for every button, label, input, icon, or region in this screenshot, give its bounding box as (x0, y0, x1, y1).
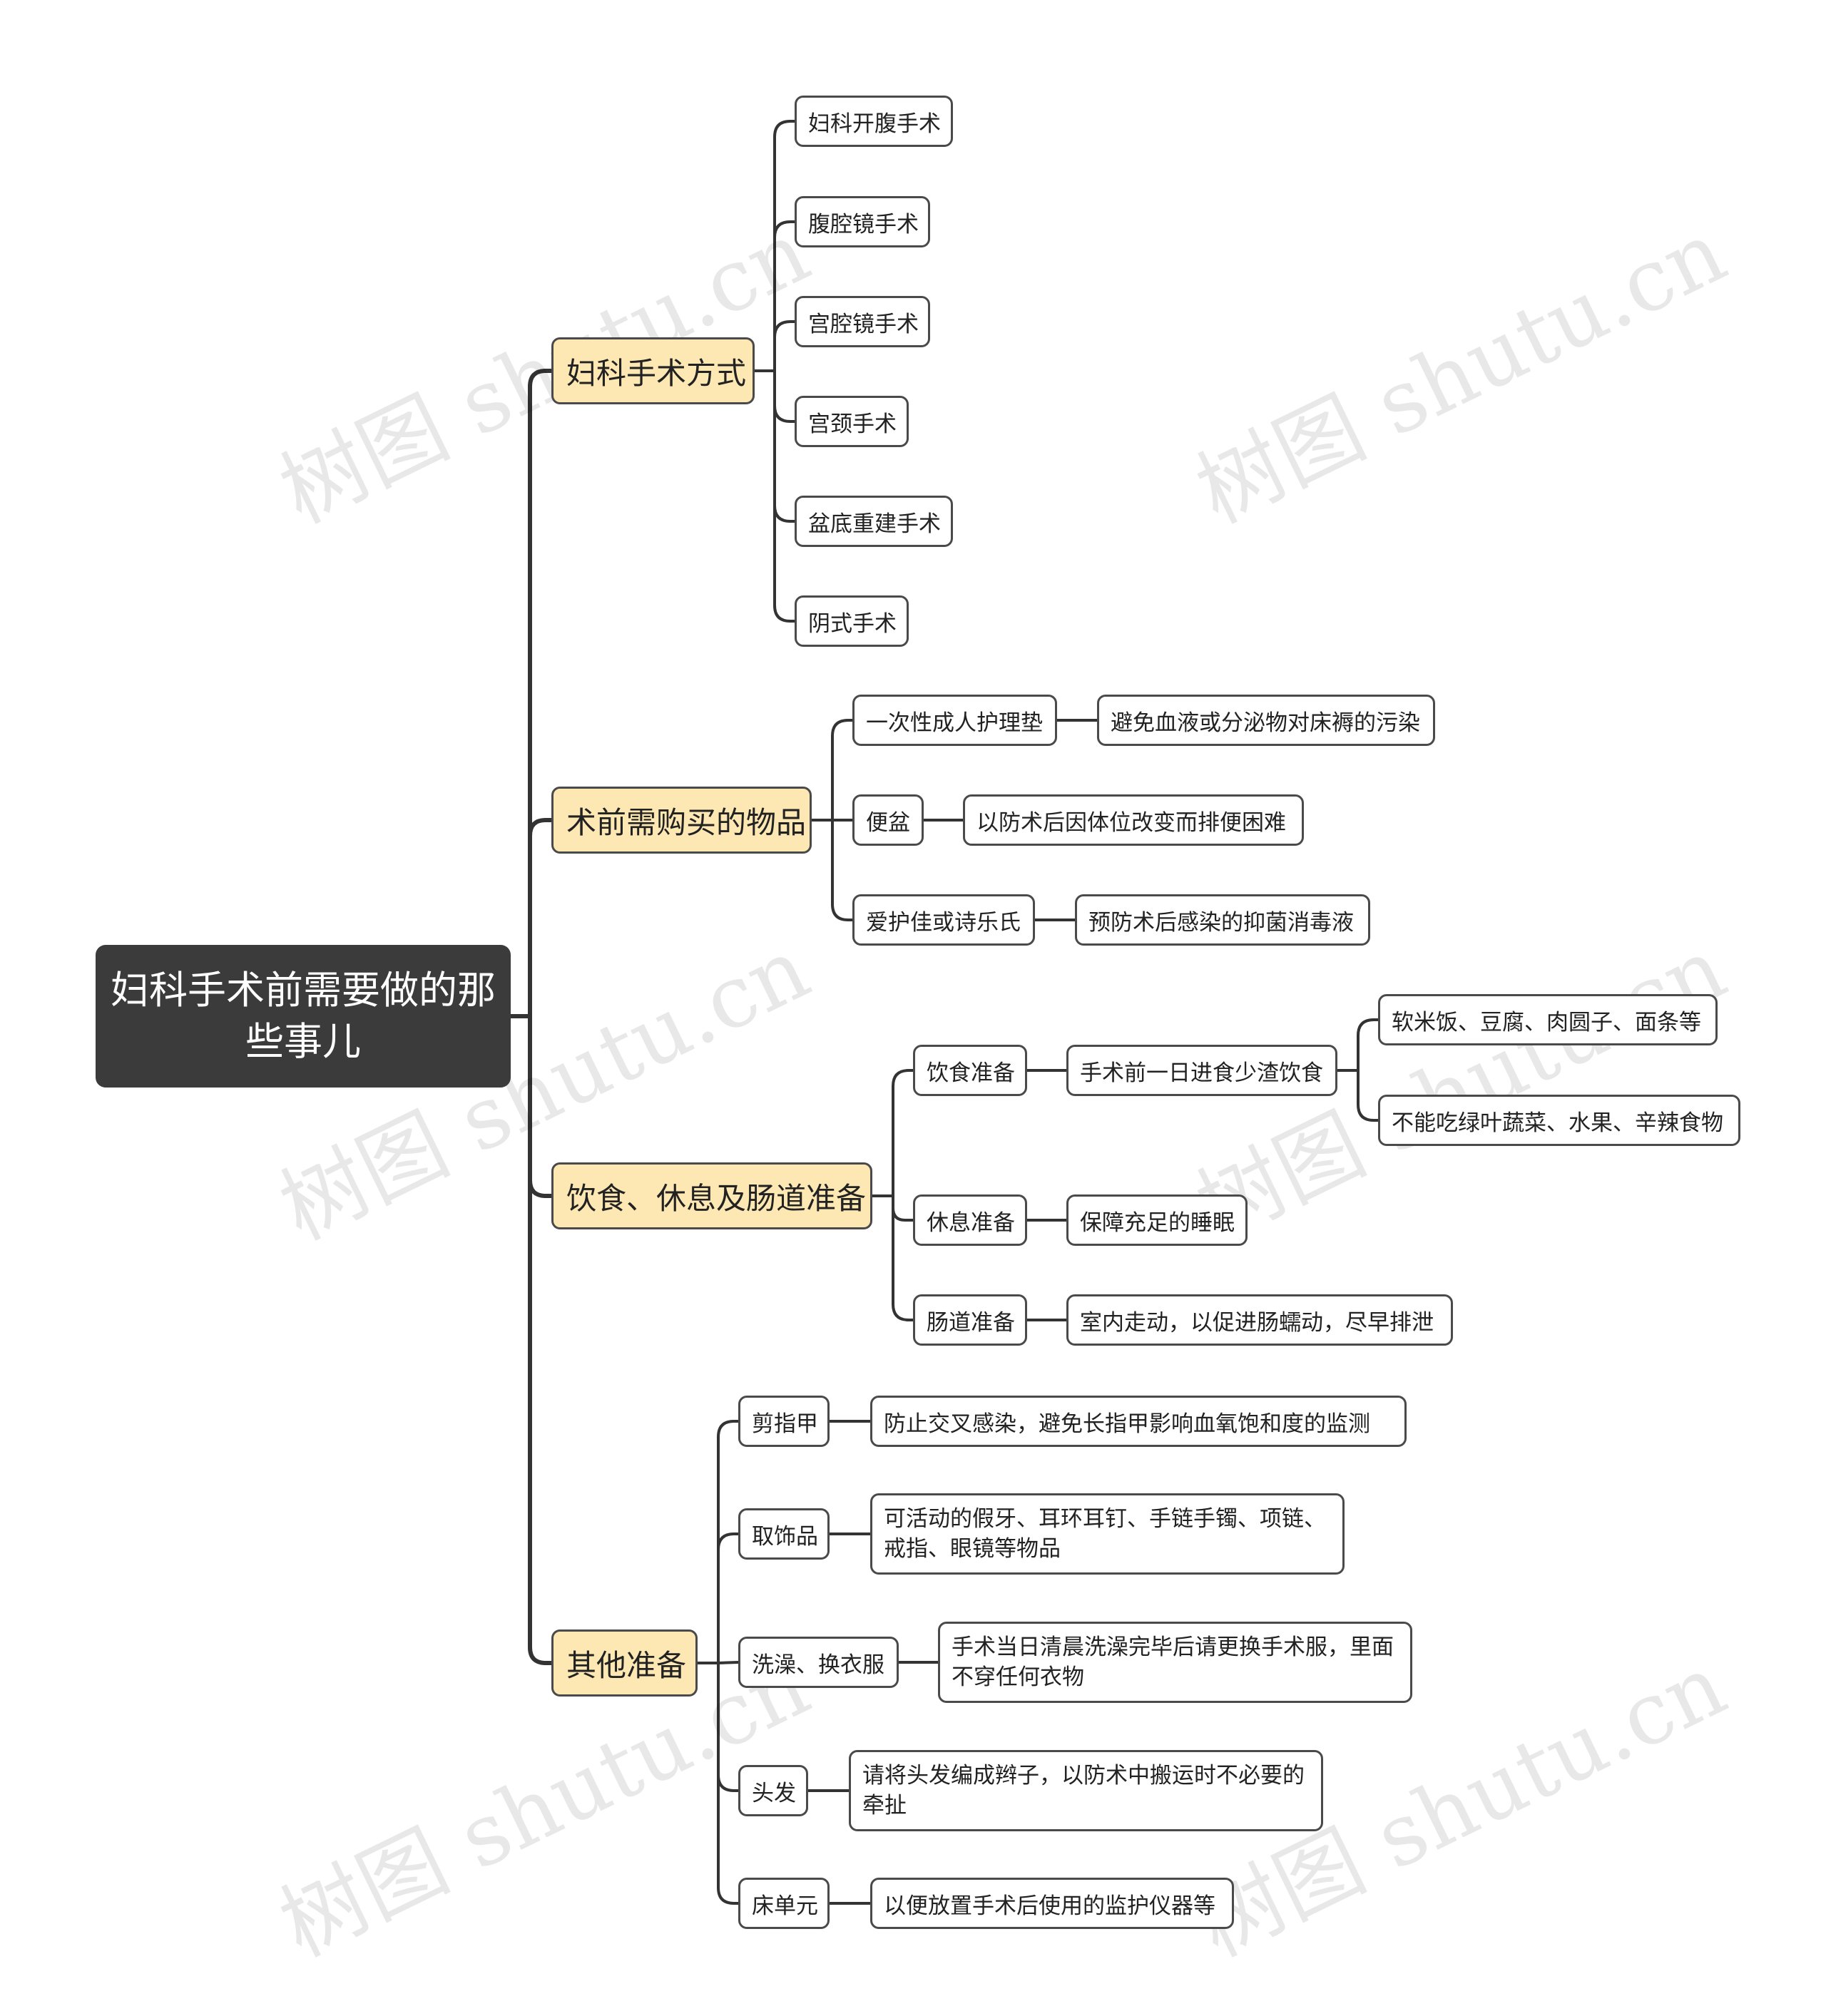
topic-label: 爱护佳或诗乐氏 (866, 909, 1021, 936)
note-label: 可活动的假牙、耳环耳钉、手链手镯、项链、戒指、眼镜等物品 (884, 1506, 1326, 1562)
topic-label: 一次性成人护理垫 (866, 710, 1043, 736)
topic-diet-prep[interactable]: 饮食准备 (913, 1045, 1027, 1096)
topic-bedpan[interactable]: 便盆 (852, 794, 924, 846)
note-rest-prep[interactable]: 保障充足的睡眠 (1066, 1194, 1248, 1246)
branch-items-to-buy[interactable]: 术前需购买的物品 (551, 787, 812, 854)
diet-detail-connector-link-1 (1357, 1069, 1379, 1122)
diet-detail-connector-link-0 (1357, 1018, 1379, 1072)
topic-label: 宫腔镜手术 (808, 311, 919, 337)
note-diet-prep[interactable]: 手术前一日进食少渣饮食 (1066, 1045, 1337, 1096)
topic-label: 取饰品 (752, 1523, 818, 1550)
topic-label: 阴式手术 (808, 610, 897, 637)
root-connector-link-0 (528, 369, 554, 1018)
note-label: 预防术后感染的抑菌消毒液 (1088, 909, 1354, 936)
note-hair[interactable]: 请将头发编成辫子，以防术中搬运时不必要的牵扯 (849, 1750, 1323, 1831)
branch-diet-rest-bowel[interactable]: 饮食、休息及肠道准备 (551, 1162, 872, 1229)
topic-label: 便盆 (866, 809, 910, 836)
note-label: 以防术后因体位改变而排便困难 (976, 809, 1286, 836)
branch-label: 术前需购买的物品 (566, 804, 807, 840)
root-topic-label: 妇科手术前需要做的那些事儿 (111, 968, 496, 1064)
detail-label: 软米饭、豆腐、肉圆子、面条等 (1392, 1009, 1701, 1035)
topic-label: 床单元 (752, 1893, 818, 1919)
branch-label: 其他准备 (566, 1647, 687, 1683)
topic-bed-unit[interactable]: 床单元 (738, 1878, 830, 1929)
note-label: 避免血液或分泌物对床褥的污染 (1111, 710, 1420, 736)
branch-label: 饮食、休息及肠道准备 (566, 1180, 867, 1216)
topic-label: 妇科开腹手术 (808, 111, 941, 137)
branch0-connector-link-5 (773, 369, 796, 623)
topic-open-surgery[interactable]: 妇科开腹手术 (795, 96, 953, 147)
branch0-connector-link-1 (773, 220, 796, 372)
topic-label: 洗澡、换衣服 (752, 1652, 884, 1678)
detail-soft-food[interactable]: 软米饭、豆腐、肉圆子、面条等 (1378, 994, 1718, 1045)
branch2-connector-link-1 (892, 1194, 914, 1222)
note-bowel-prep[interactable]: 室内走动，以促进肠蠕动，尽早排泄 (1066, 1294, 1453, 1346)
topic-vaginal-surgery[interactable]: 阴式手术 (795, 595, 909, 647)
note-bed-unit[interactable]: 以便放置手术后使用的监护仪器等 (870, 1878, 1234, 1929)
branch3-connector-link-1 (717, 1533, 740, 1664)
note-bath-change[interactable]: 手术当日清晨洗澡完毕后请更换手术服，里面不穿任何衣物 (938, 1622, 1412, 1703)
topic-label: 盆底重建手术 (808, 511, 941, 537)
note-label: 以便放置手术后使用的监护仪器等 (884, 1893, 1215, 1919)
note-label: 手术前一日进食少渣饮食 (1080, 1060, 1323, 1086)
topic-label: 头发 (752, 1780, 796, 1806)
topic-label: 宫颈手术 (808, 411, 897, 437)
topic-bowel-prep[interactable]: 肠道准备 (913, 1294, 1027, 1346)
topic-label: 饮食准备 (927, 1060, 1015, 1086)
branch3-connector-link-2 (717, 1661, 740, 1664)
branch1-connector-link-2 (831, 819, 854, 921)
root-connector-link-2 (528, 1014, 554, 1198)
branch0-connector-link-3 (773, 369, 796, 423)
topic-label: 休息准备 (927, 1209, 1015, 1236)
topic-hair[interactable]: 头发 (738, 1765, 808, 1816)
root-connector-link-1 (528, 818, 554, 1018)
note-bedpan[interactable]: 以防术后因体位改变而排便困难 (963, 794, 1304, 846)
topic-cervical-surgery[interactable]: 宫颈手术 (795, 396, 909, 447)
branch2-connector-link-2 (892, 1194, 914, 1321)
branch-surgery-methods[interactable]: 妇科手术方式 (551, 337, 755, 404)
note-disinfectant[interactable]: 预防术后感染的抑菌消毒液 (1075, 894, 1370, 946)
note-label: 手术当日清晨洗澡完毕后请更换手术服，里面不穿任何衣物 (952, 1634, 1394, 1690)
root-connector-link-3 (528, 1014, 554, 1665)
note-label: 保障充足的睡眠 (1080, 1209, 1235, 1236)
note-label: 防止交叉感染，避免长指甲影响血氧饱和度的监测 (884, 1411, 1370, 1437)
branch2-connector-link-0 (892, 1069, 914, 1197)
topic-rest-prep[interactable]: 休息准备 (913, 1194, 1027, 1246)
topic-hysteroscopy[interactable]: 宫腔镜手术 (795, 296, 930, 347)
branch-other-prep[interactable]: 其他准备 (551, 1629, 698, 1697)
note-underpad[interactable]: 避免血液或分泌物对床褥的污染 (1097, 695, 1435, 746)
branch0-connector-link-4 (773, 369, 796, 523)
topic-disinfectant[interactable]: 爱护佳或诗乐氏 (852, 894, 1035, 946)
branch0-connector-link-2 (773, 320, 796, 372)
branch3-connector-link-3 (717, 1662, 740, 1792)
topic-trim-nails[interactable]: 剪指甲 (738, 1396, 830, 1447)
branch1-connector-link-0 (831, 719, 854, 822)
root-topic[interactable]: 妇科手术前需要做的那些事儿 (96, 945, 511, 1088)
topic-remove-jewelry[interactable]: 取饰品 (738, 1508, 830, 1560)
topic-label: 剪指甲 (752, 1411, 818, 1437)
note-remove-jewelry[interactable]: 可活动的假牙、耳环耳钉、手链手镯、项链、戒指、眼镜等物品 (870, 1493, 1345, 1575)
topic-bath-change[interactable]: 洗澡、换衣服 (738, 1637, 899, 1688)
branch0-connector-link-0 (773, 120, 796, 372)
note-label: 室内走动，以促进肠蠕动，尽早排泄 (1080, 1309, 1434, 1336)
detail-food-restrictions[interactable]: 不能吃绿叶蔬菜、水果、辛辣食物 (1378, 1095, 1740, 1146)
detail-label: 不能吃绿叶蔬菜、水果、辛辣食物 (1392, 1110, 1723, 1136)
branch3-connector-link-0 (717, 1420, 740, 1664)
note-trim-nails[interactable]: 防止交叉感染，避免长指甲影响血氧饱和度的监测 (870, 1396, 1407, 1447)
branch3-connector-link-4 (717, 1662, 740, 1905)
topic-underpad[interactable]: 一次性成人护理垫 (852, 695, 1057, 746)
topic-pelvic-floor-surgery[interactable]: 盆底重建手术 (795, 496, 953, 547)
note-label: 请将头发编成辫子，以防术中搬运时不必要的牵扯 (862, 1763, 1305, 1818)
topic-label: 腹腔镜手术 (808, 211, 919, 237)
branch-label: 妇科手术方式 (566, 355, 747, 391)
topic-label: 肠道准备 (927, 1309, 1015, 1336)
topic-laparoscopy[interactable]: 腹腔镜手术 (795, 196, 930, 247)
